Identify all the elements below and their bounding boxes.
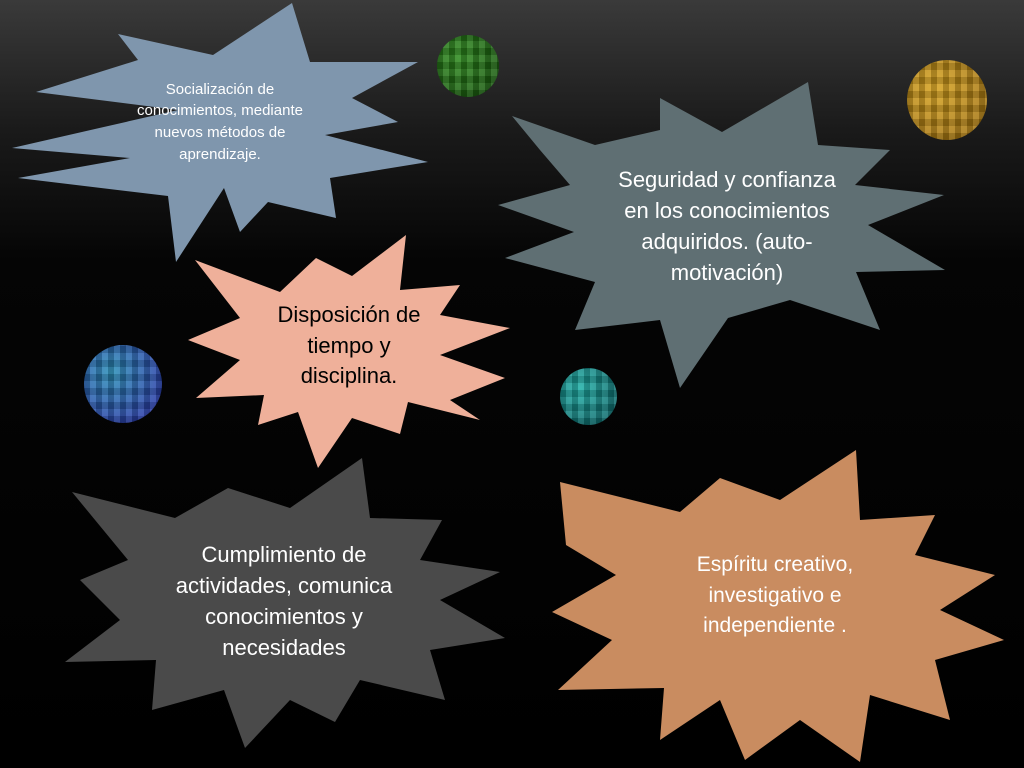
planet-teal-icon — [560, 368, 617, 425]
planet-gold-icon — [907, 60, 987, 140]
burst-label-disposicion: Disposición de tiempo y disciplina. — [277, 301, 421, 389]
planet-blue-icon — [84, 345, 162, 423]
burst-disposicion — [188, 235, 510, 468]
burst-socializacion — [12, 3, 428, 262]
burst-label-seguridad: Seguridad y confianza en los conocimient… — [618, 167, 836, 285]
burst-label-cumplimiento: Cumplimiento de actividades, comunica co… — [175, 542, 393, 660]
planet-green-icon — [437, 35, 499, 97]
burst-espiritu — [552, 450, 1004, 762]
burst-label-socializacion: Socialización de conocimientos, mediante… — [137, 80, 303, 163]
burst-label-espiritu: Espíritu creativo, investigativo e indep… — [696, 553, 854, 638]
burst-seguridad — [498, 82, 945, 388]
burst-cumplimiento — [65, 458, 505, 748]
